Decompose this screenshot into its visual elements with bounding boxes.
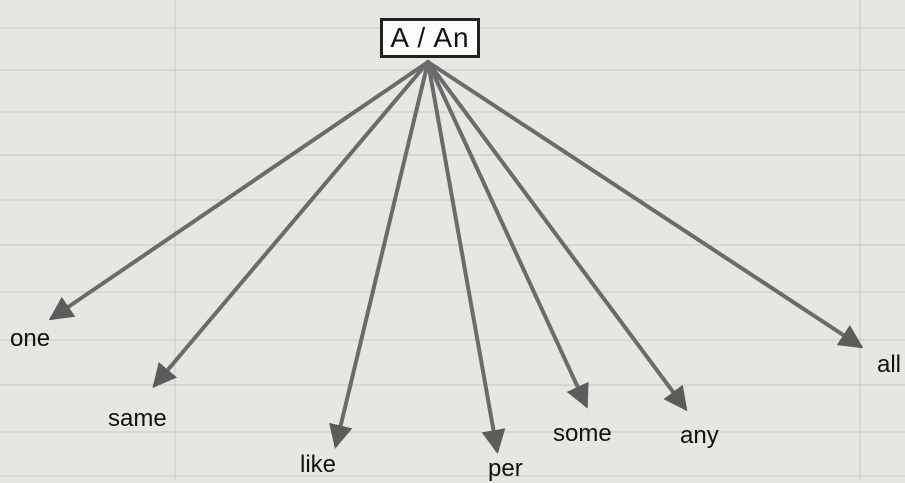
leaf-all: all bbox=[877, 351, 902, 378]
arrow-to-one bbox=[48, 60, 430, 321]
leaf-some: some bbox=[553, 420, 612, 447]
leaf-like: like bbox=[300, 451, 337, 478]
leaf-any: any bbox=[680, 422, 719, 449]
arrow-to-some bbox=[426, 60, 589, 409]
arrow-to-any bbox=[426, 60, 688, 412]
leaf-one: one bbox=[10, 325, 51, 352]
arrow-to-per bbox=[426, 60, 506, 454]
leaf-per: per bbox=[488, 455, 523, 482]
arrow-to-like bbox=[329, 60, 430, 449]
arrow-to-all bbox=[426, 60, 864, 349]
root-node: A / An bbox=[380, 18, 480, 58]
leaf-same: same bbox=[108, 405, 167, 432]
root-label: A / An bbox=[390, 22, 470, 53]
arrow-to-same bbox=[152, 60, 430, 389]
